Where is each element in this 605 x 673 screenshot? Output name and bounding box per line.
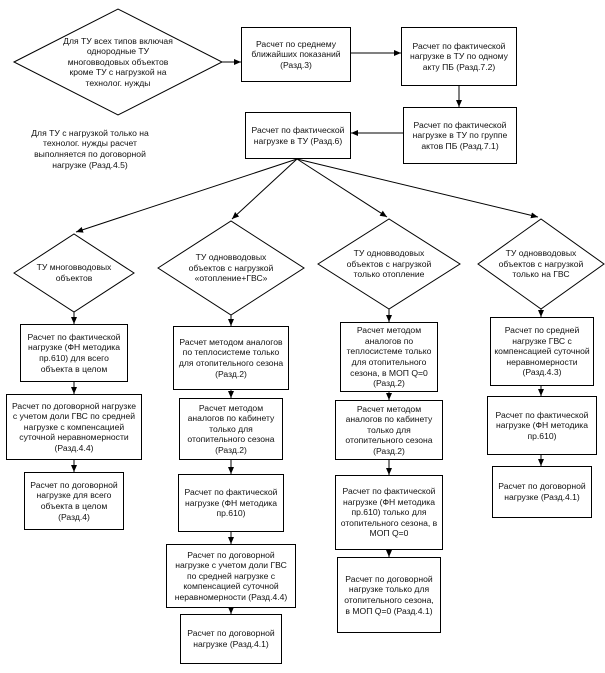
diamond-multi-shape [13, 233, 135, 313]
arrow-fact-tu-to-multi [75, 158, 298, 233]
c3-contract-box: Расчет по договорной нагрузке только для… [337, 557, 441, 633]
c2-analog-system-box: Расчет методом аналогов по теплосистеме … [173, 326, 289, 390]
box-fact-tu: Расчет по фактической нагрузке в ТУ (Раз… [245, 112, 351, 159]
diamond-heat-only-shape [317, 218, 461, 310]
c3-analog-system-box: Расчет методом аналогов по теплосистеме … [340, 322, 438, 392]
diamond-heat-gvs-shape [157, 220, 305, 316]
c2-analog-cabinet-box: Расчет методом аналогов по кабинету толь… [179, 398, 283, 460]
box-avg-readings: Расчет по среднему ближайших показаний (… [241, 27, 351, 82]
c4-contract-box: Расчет по договорной нагрузке (Разд.4.1) [492, 466, 592, 518]
c4-avg-gvs-box: Расчет по средней нагрузке ГВС с компенс… [490, 317, 594, 386]
diamond-heat-plus-gvs: ТУ одновводовых объектов с нагрузкой «от… [188, 252, 274, 284]
c2-contract-box: Расчет по договорной нагрузке (Разд.4.1) [180, 614, 282, 664]
c3-analog-cabinet-box: Расчет методом аналогов по кабинету толь… [335, 400, 443, 460]
diamond-gvs-only-shape [477, 218, 605, 310]
diamond-multi-objects: ТУ многовводовых объектов [36, 262, 112, 283]
note-tech-needs: Для ТУ с нагрузкой только на технолог. н… [31, 127, 149, 170]
c2-fact-box: Расчет по фактической нагрузке (ФН метод… [178, 474, 284, 532]
diamond-gvs-only: ТУ одновводовых объектов с нагрузкой тол… [498, 248, 584, 280]
c1-fact-box: Расчет по фактической нагрузке (ФН метод… [20, 324, 128, 382]
c1-contract-share-box: Расчет по договорной нагрузке с учетом д… [6, 394, 142, 460]
box-fact-one-act: Расчет по фактической нагрузке в ТУ по о… [401, 27, 517, 86]
diamond-heat-only: ТУ одновводовых объектов с нагрузкой тол… [346, 248, 432, 280]
arrow-fact-tu-to-heat-only [296, 158, 388, 218]
c4-fact-box: Расчет по фактической нагрузке (ФН метод… [487, 396, 597, 455]
box-fact-group: Расчет по фактической нагрузке в ТУ по г… [403, 107, 517, 164]
c1-contract-box: Расчет по договорной нагрузке для всего … [24, 472, 124, 530]
arrow-fact-tu-to-gvs-only [296, 158, 539, 219]
c3-fact-box: Расчет по фактической нагрузке (ФН метод… [335, 475, 443, 550]
diamond-all-types: Для ТУ всех типов включая однородные ТУ … [63, 35, 173, 88]
arrow-fact-tu-to-heat-gvs [231, 158, 298, 220]
c2-contract-share-box: Расчет по договорной нагрузке с учетом д… [166, 544, 296, 608]
